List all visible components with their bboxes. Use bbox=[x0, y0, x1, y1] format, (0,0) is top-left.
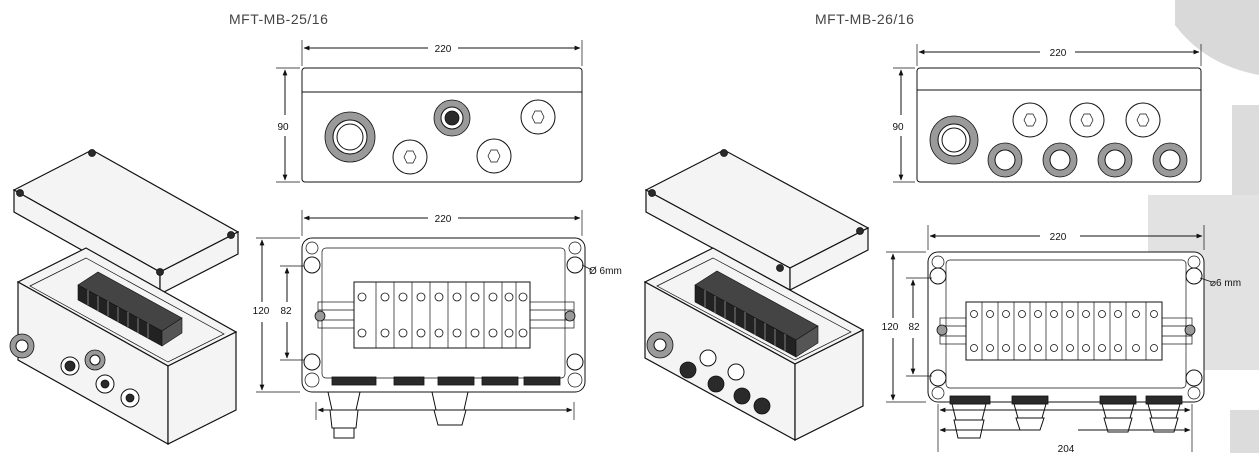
product-title: MFT-MB-25/16 bbox=[229, 11, 328, 27]
front-view: 220 120 82 Ø 6mm bbox=[253, 210, 622, 439]
product-right: MFT-MB-26/16 bbox=[643, 11, 1241, 453]
dim-outer-height: 120 bbox=[253, 306, 270, 317]
dim-outer-height: 120 bbox=[882, 322, 899, 333]
dim-width: 220 bbox=[435, 44, 452, 55]
dim-hole: ⌀6 mm bbox=[1210, 278, 1241, 289]
isometric-view bbox=[9, 149, 240, 446]
dim-height: 90 bbox=[892, 122, 904, 133]
top-view: 220 90 bbox=[892, 44, 1202, 183]
dim-inner-height: 82 bbox=[280, 306, 292, 317]
product-title: MFT-MB-26/16 bbox=[815, 11, 914, 27]
isometric-view bbox=[643, 149, 870, 442]
top-view: 220 90 bbox=[276, 40, 583, 183]
dim-width: 220 bbox=[1050, 48, 1067, 59]
dim-hole: Ø 6mm bbox=[589, 266, 622, 277]
dim-front-width: 220 bbox=[1050, 232, 1067, 243]
front-view: 220 120 82 ⌀6 mm 204 bbox=[882, 225, 1241, 453]
product-left: MFT-MB-25/16 bbox=[9, 11, 622, 446]
dim-front-width: 220 bbox=[435, 214, 452, 225]
dim-bottom-width: 204 bbox=[1058, 444, 1075, 453]
dim-inner-height: 82 bbox=[908, 322, 920, 333]
dim-height: 90 bbox=[277, 122, 289, 133]
